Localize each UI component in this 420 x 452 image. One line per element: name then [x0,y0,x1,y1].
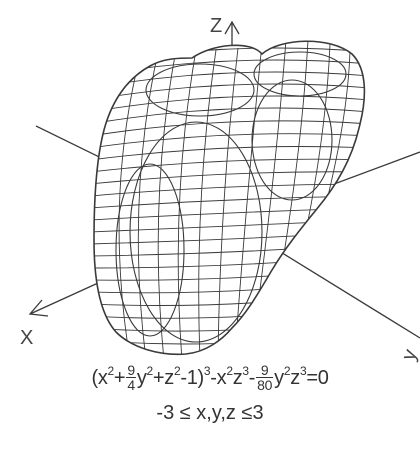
eq-exponent: 2 [226,363,233,378]
y-axis-label: y [398,346,420,363]
x-axis-arrowhead [28,299,49,317]
fraction-numerator: 9 [126,362,136,378]
eq-part: (x [91,366,108,389]
contour-rings [115,51,347,343]
eq-exponent: 3 [242,363,249,378]
eq-part: y [274,366,284,389]
z-axis-arrowhead [224,20,240,35]
eq-part: -1) [180,366,204,389]
x-axis-label: X [20,327,33,349]
eq-part: y [136,366,147,389]
eq-exponent: 2 [107,363,115,378]
eq-part: + [113,366,126,389]
heart-surface [93,40,366,356]
fraction-denominator: 4 [127,377,135,393]
heart-outline [93,40,366,356]
eq-part: z [290,366,300,389]
z-axis-label: Z [210,15,222,37]
domain-range: -3 ≤ x,y,z ≤3 [156,402,264,424]
eq-part: =0 [306,366,329,389]
eq-exponent: 3 [203,363,211,378]
eq-part: -x [210,366,227,389]
eq-exponent: 2 [283,363,291,378]
eq-part: +z [152,366,174,389]
eq-exponent: 2 [146,363,154,378]
eq-part: - [248,366,256,389]
fraction-denominator: 80 [257,377,273,393]
fraction-numerator: 9 [256,363,274,378]
eq-part: z [232,366,243,389]
eq-exponent: 3 [299,363,307,378]
heart-fill [94,41,365,355]
eq-exponent: 2 [173,363,181,378]
